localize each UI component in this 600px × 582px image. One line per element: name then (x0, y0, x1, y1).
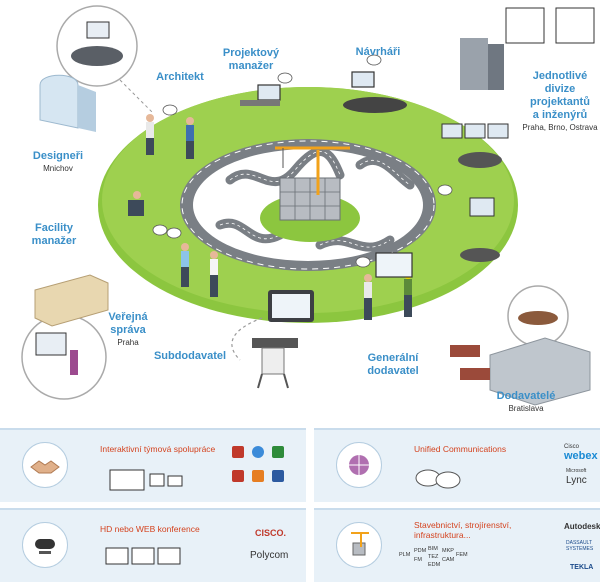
dassault-logo: DASSAULT SYSTEMES (566, 540, 594, 552)
panel-hd-web-conference: HD nebo WEB konference CISCO. Polycom (0, 508, 306, 582)
building-divisions (460, 38, 504, 90)
screen-subcontractor (268, 290, 314, 322)
abbr-fem: FEM (456, 552, 468, 558)
label-project-manager: Projektový manažer (222, 47, 280, 72)
building-designers (39, 74, 96, 132)
screen-center-right (460, 197, 500, 262)
panel-title: Stavebnictví, strojírenství, infrastrukt… (414, 520, 512, 540)
whiteboard-icons (109, 469, 183, 491)
word-app-icon (272, 470, 284, 482)
panel-title: Interaktivní týmová spolupráce (100, 444, 216, 454)
building-suppliers (450, 337, 591, 406)
panel-unified-communications: Unified Communications Cisco webex Micro… (314, 428, 600, 502)
speech-bubbles (152, 54, 453, 268)
screen-designers (343, 71, 407, 113)
abbr-mkp: MKP (442, 548, 454, 554)
panel-construction-engineering: Stavebnictví, strojírenství, infrastrukt… (314, 508, 600, 582)
label-facility-manager: Facility manažer (31, 222, 77, 247)
label-public-administration: Veřejná správa Praha (108, 311, 148, 347)
panel-title: HD nebo WEB konference (100, 524, 200, 534)
abbr-cam: CAM (442, 557, 455, 563)
powerpoint-app-icon (252, 470, 264, 482)
abbr-bim: BIM (428, 546, 438, 552)
label-subcontractor: Subdodavatel (153, 350, 227, 362)
crane-icon (275, 146, 350, 195)
abbr-pdm: PDM (414, 548, 427, 554)
person-facility-2 (210, 251, 218, 297)
plotter-icon (252, 338, 298, 389)
label-suppliers: Dodavatelé Bratislava (496, 390, 556, 413)
polycom-logo: Polycom (250, 550, 289, 561)
callout-bottom-left (21, 314, 107, 400)
person-designer-seated (128, 191, 144, 216)
label-divisions: Jednotlivé divize projektantů a inženýrů… (522, 70, 598, 132)
person-general-contractor (364, 274, 372, 320)
person-facility (181, 243, 189, 287)
building-facility (34, 274, 109, 327)
abbr-plm: PLM (399, 552, 411, 558)
handshake-icon (22, 442, 68, 488)
webcam-icon (22, 522, 68, 568)
excel-app-icon (272, 446, 284, 458)
label-designers-navrhari: Návrháři (355, 46, 401, 58)
tekla-logo: TEKLA (570, 564, 594, 571)
panel-title: Unified Communications (414, 444, 507, 454)
lync-logo: Lync (566, 475, 587, 486)
label-designeri: Designeři Mnichov (32, 150, 84, 173)
screen-project-manager (240, 84, 281, 106)
webex-logo: webex (564, 450, 598, 462)
crane-small-icon (336, 522, 382, 568)
autodesk-logo: Autodesk (564, 522, 600, 531)
callout-top-left (56, 5, 138, 87)
callout-right (507, 285, 569, 347)
label-general-contractor: Generální dodavatel (367, 352, 419, 377)
whiteboards-top-right (505, 7, 595, 44)
abbr-edm: EDM (428, 562, 441, 568)
calendar-app-icon (232, 446, 244, 458)
label-architect: Architekt (156, 71, 204, 83)
cisco-webex-small: Cisco (564, 444, 580, 450)
collaboration-diagram (21, 5, 595, 406)
cisco-logo: CISCO. (255, 528, 287, 538)
abbr-fm: FM (414, 557, 422, 563)
chat-bubble-icons (415, 469, 461, 489)
person-architect (146, 114, 154, 155)
abbr-tez: TEZ (428, 554, 439, 560)
panel-interactive-collaboration: Interaktivní týmová spolupráce (0, 428, 306, 502)
screen-divisions (441, 123, 509, 168)
pdf-app-icon (232, 470, 244, 482)
browser-app-icon (252, 446, 264, 458)
globe-icon (336, 442, 382, 488)
microsoft-label: Microsoft (566, 468, 587, 474)
screen-general-contractor (375, 252, 413, 278)
conference-screens-icon (105, 547, 181, 565)
person-architect-2 (186, 117, 194, 159)
